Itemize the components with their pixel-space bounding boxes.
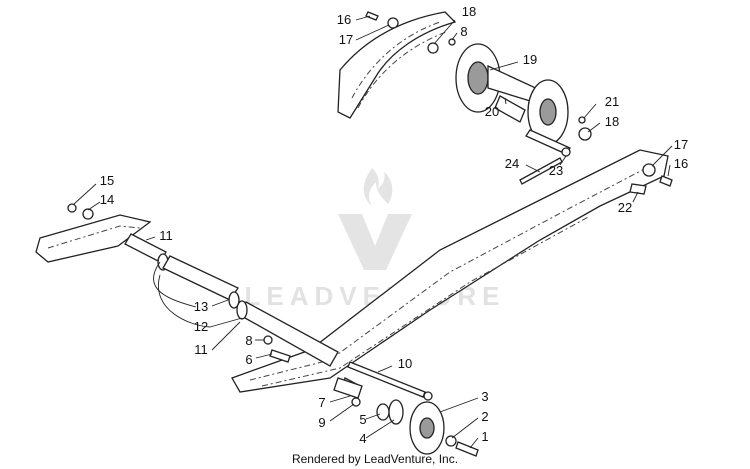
callout-5: 5	[359, 412, 366, 427]
callout-16-right: 16	[674, 156, 688, 171]
callout-23: 23	[549, 163, 563, 178]
callout-18-top: 18	[462, 4, 476, 19]
callout-24: 24	[505, 156, 519, 171]
callout-10: 10	[398, 356, 412, 371]
callout-9: 9	[318, 415, 325, 430]
callout-11-upper: 11	[159, 228, 173, 243]
callout-21: 21	[605, 94, 619, 109]
callout-11-lower: 11	[194, 342, 208, 357]
long-bolt	[347, 361, 426, 398]
cross-shafts	[124, 233, 361, 395]
washer-23	[561, 147, 571, 157]
upper-rail	[337, 11, 457, 119]
nut-21	[578, 116, 586, 124]
nut-8-mid	[263, 335, 273, 345]
callout-4: 4	[359, 431, 366, 446]
callout-13: 13	[194, 299, 208, 314]
bolt-head	[423, 391, 433, 401]
callout-17-right: 17	[674, 137, 688, 152]
washer-14	[82, 208, 94, 220]
callout-12: 12	[194, 319, 208, 334]
main-rail	[231, 149, 669, 393]
cap-22	[629, 183, 647, 195]
nut-15	[67, 203, 77, 213]
callouts: 16 17 18 8 19 20 21 18 24 23 17 16 22 15…	[100, 4, 688, 446]
render-credit: Rendered by LeadVenture, Inc.	[291, 452, 459, 466]
callout-19: 19	[523, 52, 537, 67]
callout-2: 2	[481, 409, 488, 424]
callout-1: 1	[481, 429, 488, 444]
callout-7: 7	[318, 395, 325, 410]
callout-14: 14	[100, 192, 114, 207]
callout-6: 6	[245, 352, 252, 367]
washer-17-top	[387, 17, 399, 29]
callout-17-top: 17	[339, 32, 353, 47]
upper-wheel-assembly	[455, 43, 571, 155]
callout-15: 15	[100, 173, 114, 188]
lower-wheel-assembly	[333, 377, 479, 457]
callout-22: 22	[618, 200, 632, 215]
callout-16-top: 16	[337, 12, 351, 27]
callout-3: 3	[481, 389, 488, 404]
callout-18-right: 18	[605, 114, 619, 129]
nut-8-top	[448, 38, 456, 46]
watermark-logo	[338, 168, 412, 270]
spacer-18-top	[427, 42, 439, 54]
bolt-16-top	[365, 11, 379, 21]
washer-17-right	[642, 163, 656, 177]
bolt-16-right	[659, 175, 673, 187]
left-rail	[35, 214, 152, 263]
callout-8-top: 8	[460, 24, 467, 39]
spacer-18-right	[578, 127, 592, 141]
callout-8-mid: 8	[245, 333, 252, 348]
callout-20: 20	[485, 104, 499, 119]
leader-lines	[73, 15, 673, 449]
